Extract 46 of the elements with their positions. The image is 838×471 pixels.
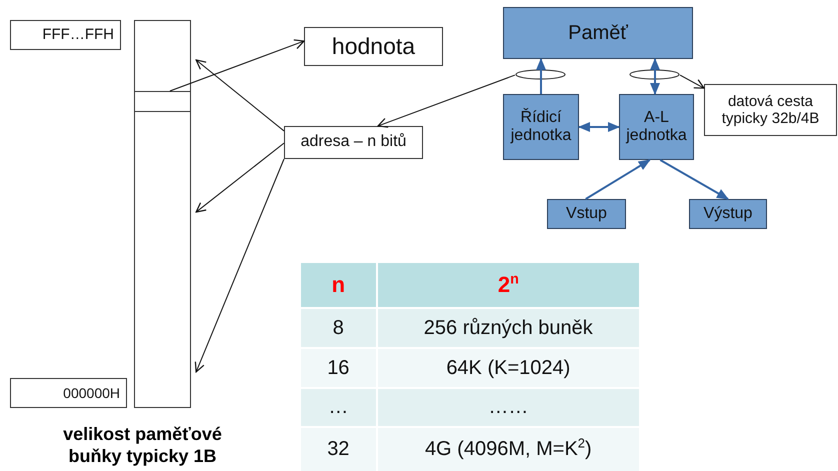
- table-cell: 64K (K=1024): [376, 348, 640, 388]
- table-cell: 4G (4096M, M=K$^{2}$): [376, 427, 640, 471]
- arrow: [194, 158, 284, 372]
- arrow: [196, 142, 284, 213]
- process-box: [547, 199, 626, 229]
- process-box: [689, 199, 767, 229]
- table-cell: 32: [300, 427, 377, 471]
- arrow: [680, 74, 705, 89]
- arrow: [585, 159, 651, 200]
- process-box: [619, 94, 694, 160]
- text-box: [304, 27, 443, 66]
- memory-column: [134, 20, 191, 408]
- bus-ellipse: [629, 69, 680, 80]
- table-cell: 256 různých buněk: [376, 308, 640, 348]
- node-label: 000000H: [62, 384, 121, 402]
- node-label: Řídicí jednotka: [509, 108, 572, 146]
- node-label: velikost paměťové buňky typicky 1B: [62, 424, 223, 468]
- node-label: FFF…FFH: [41, 26, 115, 44]
- node-label: hodnota: [330, 33, 416, 60]
- table-header: n: [300, 262, 377, 308]
- process-box: [503, 7, 693, 59]
- process-box: [503, 94, 579, 160]
- node-label: A-L jednotka: [624, 108, 688, 146]
- text-box: [284, 126, 423, 159]
- arrow: [578, 122, 620, 132]
- table-cell: …: [300, 388, 377, 427]
- bus-ellipse: [515, 69, 566, 80]
- arrow: [536, 58, 546, 94]
- table-cell: 8: [300, 308, 377, 348]
- table-header: 2$^{n}$: [376, 262, 640, 308]
- node-label: Výstup: [702, 204, 754, 224]
- memory-cell: [134, 91, 191, 112]
- node-label: adresa – n bitů: [300, 133, 408, 152]
- arrow: [169, 39, 305, 92]
- node-label: Vstup: [565, 204, 608, 224]
- arrow: [196, 59, 284, 132]
- arrow: [650, 58, 660, 95]
- node-label: Paměť: [567, 22, 629, 44]
- table-cell: ……: [376, 388, 640, 427]
- arrow: [660, 159, 729, 200]
- text-box: [704, 84, 837, 136]
- table-cell: 16: [300, 348, 377, 388]
- text-box: [10, 378, 127, 408]
- text-box: [10, 20, 121, 50]
- node-label: datová cesta typicky 32b/4B: [720, 92, 820, 128]
- arrow: [377, 74, 516, 128]
